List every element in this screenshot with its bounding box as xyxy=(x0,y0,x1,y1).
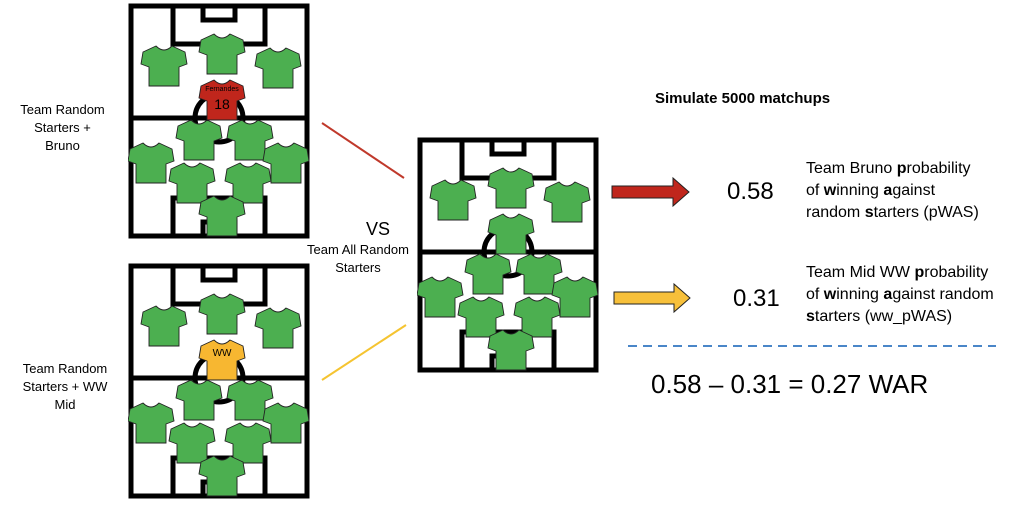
pitch-team-ww: WW xyxy=(128,263,310,499)
shirt-icon xyxy=(417,276,464,318)
vs-label: VS xyxy=(365,219,390,239)
war-equation: 0.58 – 0.31 = 0.27 WAR xyxy=(651,369,929,399)
arrow-right-icon xyxy=(611,176,690,208)
shirt-icon xyxy=(224,162,272,204)
shirt-icon xyxy=(551,276,599,318)
shirt-icon xyxy=(198,33,246,75)
shirt-icon xyxy=(224,422,272,464)
shirt-icon xyxy=(168,162,216,204)
shirt-icon xyxy=(487,329,535,371)
result-value-ww: 0.31 xyxy=(733,285,780,312)
shirt-icon xyxy=(254,307,302,349)
shirt-icon xyxy=(175,119,223,161)
shirt-icon xyxy=(487,167,535,209)
label-team-ww: Team Random Starters + WW Mid xyxy=(22,361,108,412)
result-value-bruno: 0.58 xyxy=(727,178,774,205)
bruno-number: 18 xyxy=(214,96,230,112)
shirt-icon xyxy=(226,119,274,161)
shirt-icon xyxy=(198,455,246,497)
simulation-title: Simulate 5000 matchups xyxy=(655,90,831,107)
shirt-icon xyxy=(262,142,310,184)
shirt-icon xyxy=(464,253,512,295)
bruno-shirt-icon: Fernandes 18 xyxy=(198,79,246,121)
shirt-icon xyxy=(457,296,505,338)
arrow-right-icon xyxy=(613,282,691,314)
shirt-icon xyxy=(513,296,561,338)
pitch-team-all-random xyxy=(417,137,599,373)
bruno-name: Fernandes xyxy=(205,86,239,93)
shirt-icon xyxy=(515,253,563,295)
shirt-icon xyxy=(198,195,246,237)
shirt-icon xyxy=(254,47,302,89)
pitch-ww-svg: WW xyxy=(128,263,310,499)
shirt-icon xyxy=(198,293,246,335)
label-team-all-random: Team All Random Starters xyxy=(307,242,409,275)
pitch-bruno-svg: Fernandes 18 xyxy=(128,3,310,239)
pitch-random-svg xyxy=(417,137,599,373)
shirt-icon xyxy=(175,379,223,421)
shirt-icon xyxy=(226,379,274,421)
pitch-team-bruno: Fernandes 18 xyxy=(128,3,310,239)
connector-line-ww xyxy=(321,324,407,381)
shirt-icon xyxy=(487,213,535,255)
shirt-icon xyxy=(128,142,175,184)
shirt-icon xyxy=(128,402,175,444)
ww-shirt-icon: WW xyxy=(198,339,246,381)
shirt-icon xyxy=(262,402,310,444)
connector-line-bruno xyxy=(321,122,405,179)
shirt-icon xyxy=(140,305,188,347)
shirt-icon xyxy=(543,181,591,223)
shirt-icon xyxy=(429,179,477,221)
shirt-icon xyxy=(168,422,216,464)
ww-label: WW xyxy=(213,348,232,359)
label-team-bruno: Team Random Starters + Bruno xyxy=(20,102,105,153)
shirt-icon xyxy=(140,45,188,87)
